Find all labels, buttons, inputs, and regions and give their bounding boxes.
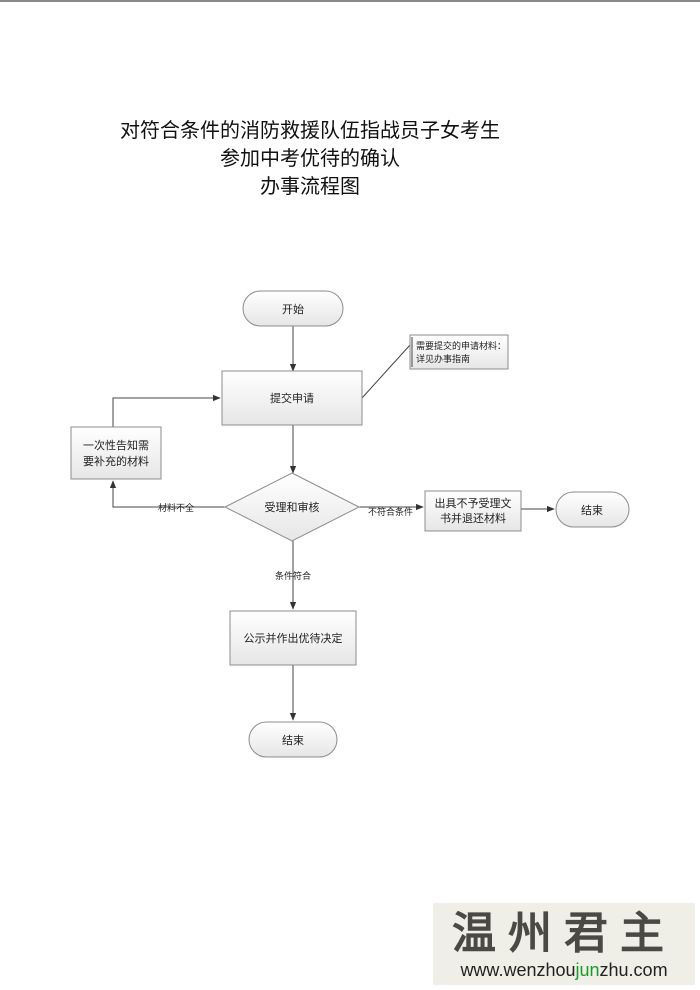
publish-node bbox=[229, 610, 357, 666]
start-node bbox=[242, 290, 344, 327]
note-line-2: 详见办事指南 bbox=[416, 353, 470, 365]
edge-label-not-qualified: 不符合条件 bbox=[368, 506, 413, 518]
edge-review-to-notify bbox=[109, 480, 225, 508]
edge-note-connector bbox=[361, 344, 411, 399]
title-line-1: 对符合条件的消防救援队伍指战员子女考生 bbox=[120, 118, 500, 142]
watermark-title: 温州君主 bbox=[452, 908, 676, 959]
notify-node bbox=[70, 426, 162, 480]
note-line-1: 需要提交的申请材料： bbox=[416, 340, 506, 352]
watermark-url-suffix: zhu.com bbox=[599, 960, 668, 980]
end-node-bottom-label: 结束 bbox=[282, 734, 304, 747]
watermark-url-prefix: www.wenzhou bbox=[460, 960, 576, 980]
start-node-label: 开始 bbox=[282, 302, 304, 316]
edge-label-incomplete: 材料不全 bbox=[158, 502, 194, 514]
review-node bbox=[223, 472, 361, 542]
watermark-logo: 温州君主 www.wenzhoujunzhu.com bbox=[433, 903, 695, 985]
submit-node bbox=[221, 370, 363, 426]
notify-node-line-1: 一次性告知需 bbox=[83, 438, 149, 452]
notify-node-line-2: 要补充的材料 bbox=[83, 454, 149, 468]
end-node-right bbox=[555, 491, 630, 528]
publish-node-label: 公示并作出优待决定 bbox=[244, 631, 343, 645]
reject-node-line-2: 书并退还材料 bbox=[440, 511, 506, 525]
submit-node-label: 提交申请 bbox=[270, 391, 314, 405]
reject-node-line-1: 出具不予受理文 bbox=[435, 496, 512, 510]
edge-notify-to-submit bbox=[112, 394, 221, 427]
watermark-url-highlight: jun bbox=[575, 960, 600, 980]
note-box bbox=[409, 334, 509, 370]
review-node-label: 受理和审核 bbox=[265, 500, 320, 514]
title-line-3: 办事流程图 bbox=[260, 174, 360, 198]
end-node-bottom bbox=[248, 721, 338, 758]
page-title: 对符合条件的消防救援队伍指战员子女考生 参加中考优待的确认 办事流程图 bbox=[60, 116, 560, 200]
reject-node bbox=[424, 490, 522, 532]
title-line-2: 参加中考优待的确认 bbox=[220, 146, 400, 170]
end-node-right-label: 结束 bbox=[581, 504, 603, 517]
edge-label-qualified: 条件符合 bbox=[275, 570, 311, 582]
top-border-line bbox=[0, 0, 700, 2]
watermark-url: www.wenzhoujunzhu.com bbox=[433, 959, 695, 981]
